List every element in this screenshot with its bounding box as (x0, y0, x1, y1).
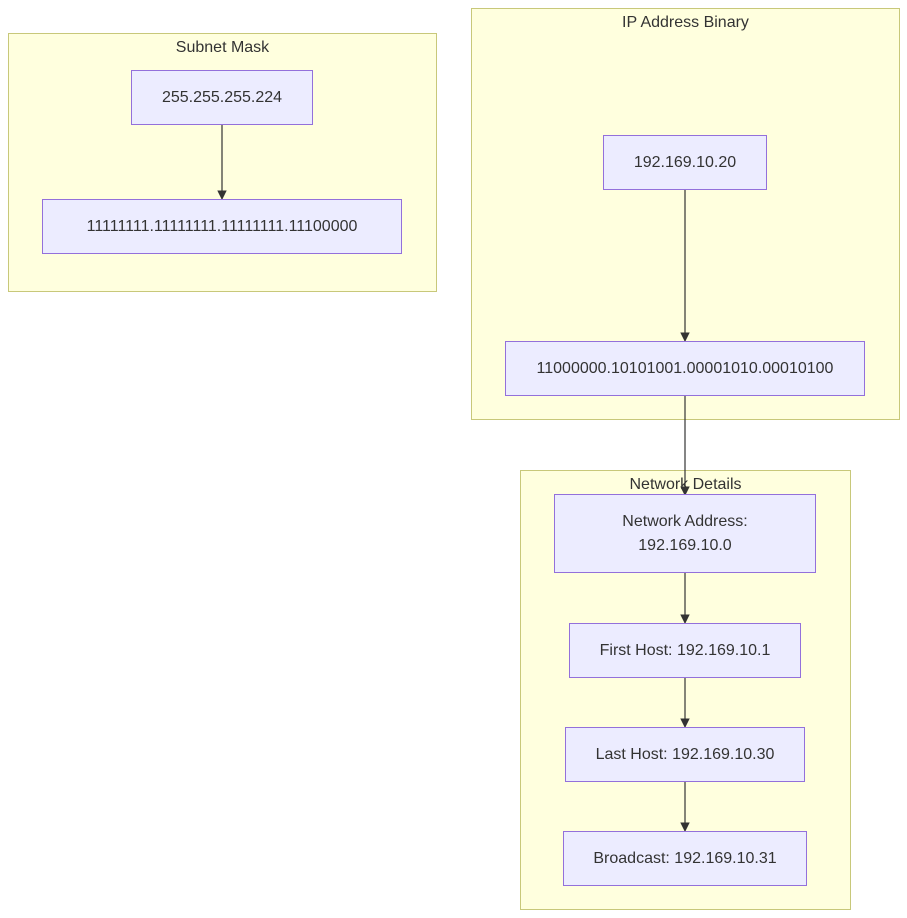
mask-binary-node: 11111111.11111111.11111111.11100000 (42, 199, 402, 254)
mask-decimal-label: 255.255.255.224 (161, 88, 283, 106)
first-host-node: First Host: 192.169.10.1 (569, 623, 801, 678)
broadcast-label: Broadcast: 192.169.10.31 (593, 849, 777, 867)
ip-binary-label: 11000000.10101001.00001010.00010100 (536, 359, 834, 377)
first-host-label: First Host: 192.169.10.1 (599, 641, 771, 659)
last-host-node: Last Host: 192.169.10.30 (565, 727, 805, 782)
network-address-node: Network Address: 192.169.10.0 (554, 494, 816, 573)
ip-decimal-node: 192.169.10.20 (603, 135, 767, 190)
broadcast-node: Broadcast: 192.169.10.31 (563, 831, 807, 886)
network-address-label: Network Address: (622, 512, 748, 530)
mask-binary-label: 11111111.11111111.11111111.11100000 (86, 217, 358, 235)
network-address-value: 192.169.10.0 (638, 536, 732, 554)
mask-decimal-node: 255.255.255.224 (131, 70, 313, 125)
last-host-label: Last Host: 192.169.10.30 (595, 745, 775, 763)
ip-address-binary-cluster-title: IP Address Binary (622, 14, 749, 31)
subnet-mask-cluster-title: Subnet Mask (175, 39, 270, 56)
ip-decimal-label: 192.169.10.20 (633, 153, 737, 171)
network-details-cluster-title: Network Details (629, 476, 742, 493)
ip-binary-node: 11000000.10101001.00001010.00010100 (505, 341, 865, 396)
